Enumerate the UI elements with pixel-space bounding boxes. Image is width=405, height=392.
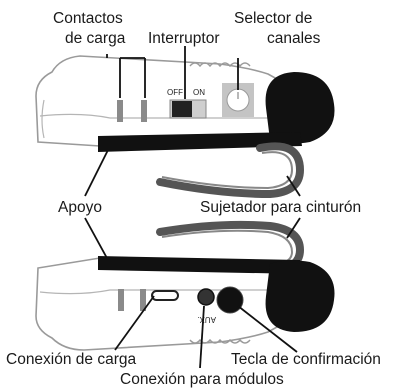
- confirm-key[interactable]: [216, 286, 244, 314]
- bottom-device-body: [35, 257, 287, 351]
- bottom-support: [98, 256, 302, 274]
- charging-port[interactable]: [151, 290, 179, 301]
- label-apoyo: Apoyo: [58, 199, 102, 216]
- leader-lines: [84, 46, 301, 369]
- top-belt-clip: [156, 142, 305, 199]
- label-selector-2: canales: [267, 30, 321, 47]
- label-selector-1: Selector de: [234, 10, 312, 27]
- switch-off-text: OFF: [167, 88, 183, 97]
- bottom-contact-1: [118, 289, 124, 311]
- labels: Contactos de carga Interruptor Selector …: [6, 10, 381, 388]
- bottom-device-seam: [39, 289, 270, 295]
- bottom-device-ridge: [189, 338, 251, 344]
- top-device-edge-line: [41, 99, 45, 139]
- top-device-seam: [39, 113, 270, 119]
- charging-contact-2: [141, 100, 147, 122]
- top-device-ridge: [189, 62, 251, 68]
- charging-contact-1: [117, 100, 123, 122]
- bottom-device-end-cap: [265, 260, 335, 332]
- label-conexion-modulos: Conexión para módulos: [120, 371, 284, 388]
- top-device-body: [35, 55, 287, 147]
- bottom-contact-2: [140, 289, 146, 311]
- switch-slider[interactable]: [172, 101, 192, 117]
- top-device: OFF ON: [35, 55, 335, 152]
- label-contactos-1: Contactos: [53, 10, 123, 27]
- aux-port[interactable]: [197, 288, 215, 306]
- label-tecla: Tecla de confirmación: [231, 351, 381, 368]
- aux-label-text: AUX.: [197, 315, 216, 324]
- label-conexion-carga: Conexión de carga: [6, 351, 136, 368]
- switch-on-text: ON: [193, 88, 205, 97]
- label-sujetador: Sujetador para cinturón: [200, 199, 361, 216]
- bottom-device: AUX.: [35, 256, 335, 351]
- top-belt-clip-inner: [161, 151, 294, 190]
- label-interruptor: Interruptor: [148, 30, 220, 47]
- top-support: [98, 132, 302, 152]
- top-device-end-cap: [265, 72, 335, 144]
- label-contactos-2: de carga: [65, 30, 126, 47]
